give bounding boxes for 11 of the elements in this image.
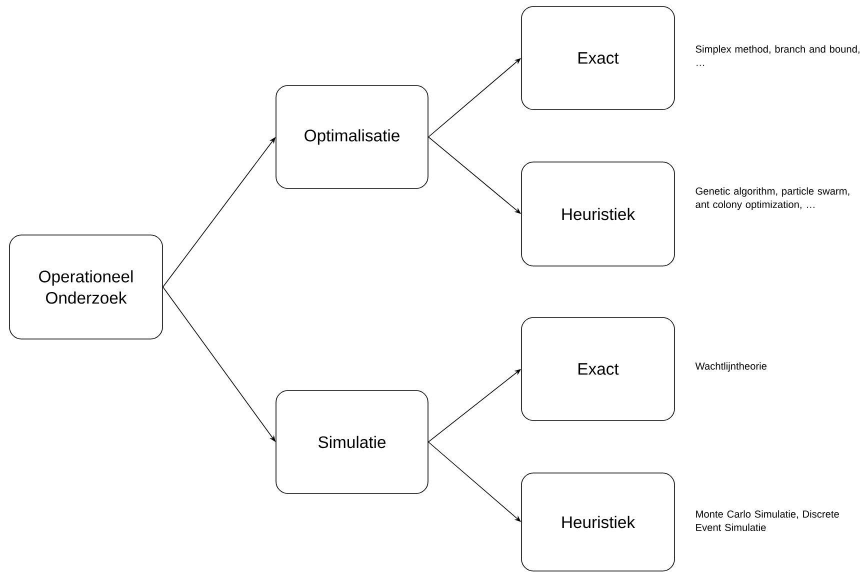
process-box: Operationeel Onderzoek bbox=[9, 234, 163, 340]
process-box: Exact bbox=[521, 6, 675, 110]
process-box: Exact bbox=[521, 317, 675, 421]
process-box: Heuristiek bbox=[521, 472, 675, 572]
note-text: Genetic algorithm, particle swarm, ant colony optimization, … bbox=[696, 187, 850, 210]
process-box: Heuristiek bbox=[521, 162, 675, 266]
process-box: Optimalisatie bbox=[276, 85, 428, 189]
note-text: Monte Carlo Simulatie, Discrete Event Simulatie bbox=[696, 510, 839, 532]
process-box: Simulatie bbox=[276, 390, 428, 494]
note-text: Wachtlijntheorie bbox=[695, 362, 767, 372]
note-text: Simplex method, branch and bound, … bbox=[696, 45, 860, 66]
